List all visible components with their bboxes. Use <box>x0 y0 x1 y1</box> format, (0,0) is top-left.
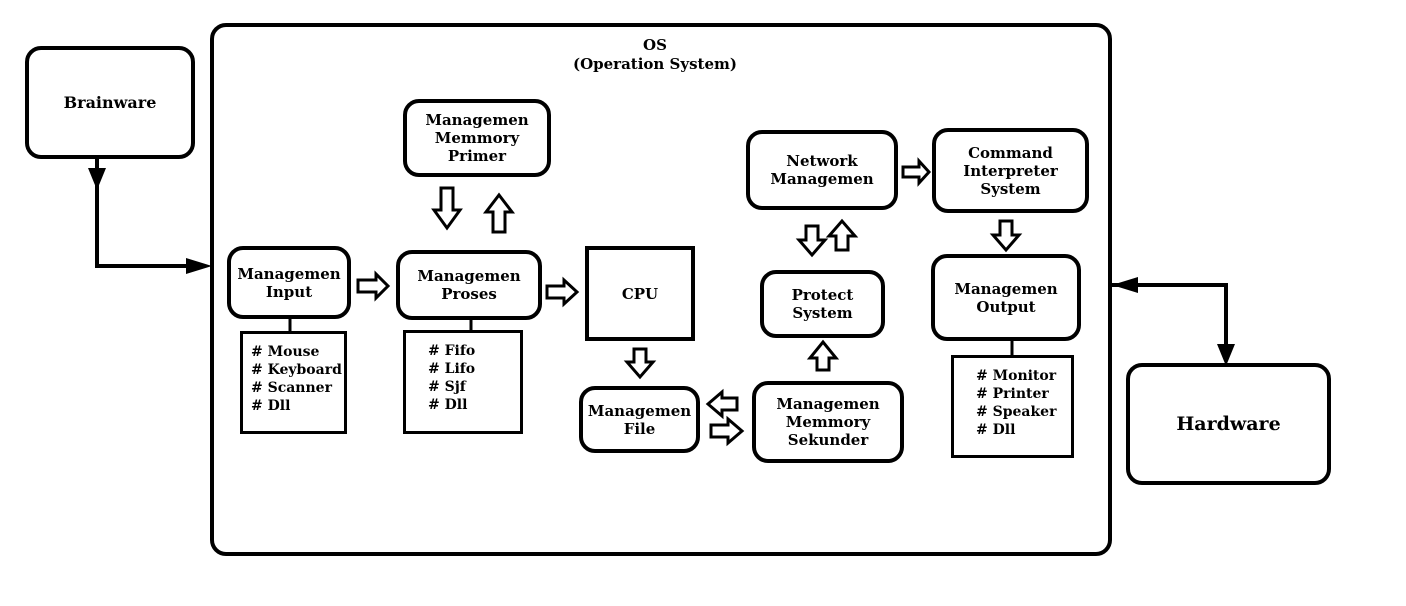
arrow-protect-to-network <box>825 218 859 252</box>
hardware-left-arrowhead <box>1112 277 1138 293</box>
list-item: # Dll <box>428 397 468 413</box>
arrow-proses-to-primer <box>482 192 516 234</box>
cpu-label: CPU <box>621 284 659 303</box>
list-item: # Dll <box>251 398 291 414</box>
mgmt-proses-label: Managemen Proses <box>417 267 521 303</box>
brainware-right-arrowhead <box>186 258 212 274</box>
os-title: OS (Operation System) <box>572 36 737 73</box>
protect-system-box: Protect System <box>760 270 885 338</box>
os-frame <box>210 23 1112 556</box>
mgmt-output-box: Managemen Output <box>931 254 1081 341</box>
mgmt-memory-sekunder-box: Managemen Memmory Sekunder <box>752 381 904 463</box>
list-item: # Monitor <box>976 368 1057 384</box>
list-item: # Sjf <box>428 379 466 395</box>
mgmt-proses-list: # Fifo # Lifo # Sjf # Dll <box>403 330 523 434</box>
command-interpreter-label: Command Interpreter System <box>963 143 1058 198</box>
mgmt-input-label: Managemen Input <box>237 264 341 301</box>
mgmt-output-list: # Monitor # Printer # Speaker # Dll <box>951 355 1074 458</box>
mgmt-input-box: Managemen Input <box>227 246 351 319</box>
brainware-box: Brainware <box>25 46 195 159</box>
list-item: # Scanner <box>251 380 332 396</box>
hardware-label: Hardware <box>1176 413 1281 435</box>
list-item: # Fifo <box>428 343 476 359</box>
arrow-network-to-protect <box>795 224 829 258</box>
mgmt-input-list: # Mouse # Keyboard # Scanner # Dll <box>240 331 347 434</box>
cpu-box: CPU <box>585 246 695 341</box>
arrow-primer-to-proses <box>431 186 463 231</box>
hardware-down-arrowhead <box>1217 344 1235 366</box>
brainware-connector <box>95 158 200 268</box>
mgmt-memory-sekunder-label: Managemen Memmory Sekunder <box>776 395 880 449</box>
mgmt-output-label: Managemen Output <box>954 279 1058 316</box>
mgmt-memory-primer-box: Managemen Memmory Primer <box>403 99 551 177</box>
hardware-connector <box>1112 283 1228 350</box>
brainware-down-arrowhead <box>88 168 106 190</box>
mgmt-proses-box: Managemen Proses <box>396 250 542 320</box>
command-interpreter-box: Command Interpreter System <box>932 128 1089 213</box>
list-item: # Printer <box>976 386 1049 402</box>
list-item: # Keyboard <box>251 362 342 378</box>
brainware-label: Brainware <box>63 92 157 112</box>
mgmt-memory-primer-label: Managemen Memmory Primer <box>425 111 529 165</box>
hardware-box: Hardware <box>1126 363 1331 485</box>
arrow-proses-to-cpu <box>545 276 580 308</box>
list-item: # Lifo <box>428 361 476 377</box>
arrow-sekunder-to-protect <box>806 339 840 372</box>
arrow-input-to-proses <box>356 270 391 302</box>
network-mgmt-label: Network Managemen <box>770 152 874 188</box>
mgmt-file-box: Managemen File <box>579 386 700 453</box>
list-item: # Mouse <box>251 344 320 360</box>
list-item: # Dll <box>976 422 1016 438</box>
network-mgmt-box: Network Managemen <box>746 130 898 210</box>
arrow-sekunder-to-file <box>705 388 739 420</box>
protect-system-label: Protect System <box>791 286 854 322</box>
arrow-cpu-to-file <box>623 347 657 380</box>
arrow-file-to-sekunder <box>709 415 745 447</box>
arrow-command-to-output <box>989 219 1023 253</box>
list-item: # Speaker <box>976 404 1057 420</box>
arrow-network-to-command <box>901 157 932 187</box>
mgmt-file-label: Managemen File <box>587 401 692 438</box>
